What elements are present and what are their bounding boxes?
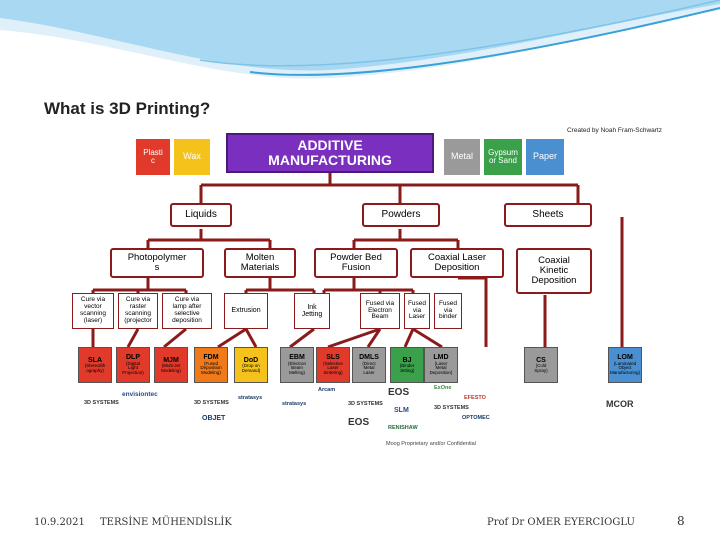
technology-lmd: LMD(Laser Metal Deposition): [424, 347, 458, 383]
technology-desc: (Direct Metal Laser: [362, 360, 376, 376]
state-powders: Powders: [362, 203, 440, 227]
technology-desc: (Selective Laser Sintering): [323, 360, 343, 376]
technology-lom: LOM(Laminated Object Manufacturing): [608, 347, 642, 383]
method-fused-laser: Fused via Laser: [404, 293, 430, 329]
technology-desc: (Electron Beam Melting): [287, 360, 306, 376]
technology-abbr: EBM: [289, 354, 305, 362]
technology-abbr: LOM: [617, 354, 633, 362]
state-liquids: Liquids: [170, 203, 232, 227]
root-additive-manufacturing: ADDITIVE MANUFACTURING: [226, 133, 434, 173]
technology-desc: (Drop on Demand): [241, 362, 261, 373]
technology-abbr: CS: [536, 356, 546, 364]
technology-ebm: EBM(Electron Beam Melting): [280, 347, 314, 383]
state-sheets: Sheets: [504, 203, 592, 227]
technology-desc: (Digital Light Projection): [122, 360, 144, 376]
technology-desc: (Laser Metal Deposition): [429, 360, 453, 376]
process-coaxial-kinetic-deposition: Coaxial Kinetic Deposition: [516, 248, 592, 294]
logo-renishaw: RENISHAW: [388, 425, 418, 431]
technology-desc: (Stereolith ography): [84, 362, 106, 373]
process-photopolymers: Photopolymer s: [110, 248, 204, 278]
material-plastic: Plasti c: [136, 139, 170, 175]
method-cure-raster: Cure via raster scanning (projector: [118, 293, 158, 329]
method-ink-jetting: Ink Jetting: [294, 293, 330, 329]
logo-objet: OBJET: [202, 415, 226, 422]
technology-dmls: DMLS(Direct Metal Laser: [352, 347, 386, 383]
method-extrusion: Extrusion: [224, 293, 268, 329]
footer-date: 10.9.2021: [34, 517, 85, 528]
logo-3dsystems-1: 3D SYSTEMS: [84, 400, 119, 406]
logo-efesto: EFESTO: [464, 395, 486, 401]
footer-author: Prof Dr OMER EYERCIOGLU: [487, 517, 635, 528]
logo-stratasys-2: stratasys: [282, 401, 307, 407]
footer-page-number: 8: [677, 514, 685, 528]
technology-desc: (Cold Spray): [534, 362, 548, 373]
confidential-note: Moog Proprietary and/or Confidential: [386, 441, 476, 447]
technology-abbr: DLP: [126, 354, 140, 362]
logo-eos-1: EOS: [388, 387, 410, 398]
technology-sls: SLS(Selective Laser Sintering): [316, 347, 350, 383]
technology-abbr: SLS: [326, 354, 340, 362]
method-fused-electron-beam: Fused via Electron Beam: [360, 293, 400, 329]
header-wave-decoration: [0, 0, 720, 79]
method-fused-binder: Fused via binder: [434, 293, 462, 329]
logo-3dsystems-4: 3D SYSTEMS: [434, 405, 469, 411]
technology-abbr: LMD: [433, 354, 449, 362]
material-wax: Wax: [174, 139, 210, 175]
technology-dlp: DLP(Digital Light Projection): [116, 347, 150, 383]
technology-bj: BJ(Binder Jetting): [390, 347, 424, 383]
logo-exone: ExOne: [434, 385, 452, 391]
logo-slm: SLM: [394, 407, 409, 414]
technology-dod: DoD(Drop on Demand): [234, 347, 268, 383]
technology-desc: (Multi-Jet Modeling): [161, 362, 181, 373]
process-coaxial-laser-deposition: Coaxial Laser Deposition: [410, 248, 504, 278]
logo-mcor: MCOR: [606, 399, 634, 409]
technology-cs: CS(Cold Spray): [524, 347, 558, 383]
method-cure-vector: Cure via vector scanning (laser): [72, 293, 114, 329]
am-diagram: What is 3D Printing? Created by Noah Fra…: [38, 95, 668, 453]
logo-optomec: OPTOMEC: [462, 415, 490, 421]
logo-stratasys-1: stratasys: [238, 395, 263, 401]
technology-abbr: DMLS: [359, 354, 379, 362]
technology-abbr: BJ: [402, 356, 412, 364]
method-cure-lamp: Cure via lamp after selective deposition: [162, 293, 212, 329]
technology-desc: (Fused Deposition Modeling): [200, 360, 222, 376]
technology-fdm: FDM(Fused Deposition Modeling): [194, 347, 228, 383]
logo-eos-2: EOS: [348, 417, 370, 428]
diagram-credit: Created by Noah Fram-Schwartz: [566, 127, 662, 134]
process-powder-bed-fusion: Powder Bed Fusion: [314, 248, 398, 278]
technology-abbr: MJM: [163, 356, 179, 364]
material-metal: Metal: [444, 139, 480, 175]
logo-3dsystems-3: 3D SYSTEMS: [348, 401, 383, 407]
technology-sla: SLA(Stereolith ography): [78, 347, 112, 383]
technology-desc: (Laminated Object Manufacturing): [609, 360, 640, 376]
technology-abbr: DoD: [243, 356, 259, 364]
technology-desc: (Binder Jetting): [399, 362, 415, 373]
diagram-title: What is 3D Printing?: [44, 99, 211, 118]
logo-arcam: Arcam: [318, 387, 336, 393]
footer-department: TERSİNE MÜHENDİSLİK: [100, 517, 232, 528]
process-molten-materials: Molten Materials: [224, 248, 296, 278]
technology-mjm: MJM(Multi-Jet Modeling): [154, 347, 188, 383]
material-gypsum-sand: Gypsum or Sand: [484, 139, 522, 175]
material-paper: Paper: [526, 139, 564, 175]
technology-abbr: FDM: [203, 354, 219, 362]
logo-3dsystems-2: 3D SYSTEMS: [194, 400, 229, 406]
logo-envisiontec: envisiontec: [122, 391, 158, 398]
technology-abbr: SLA: [88, 356, 102, 364]
